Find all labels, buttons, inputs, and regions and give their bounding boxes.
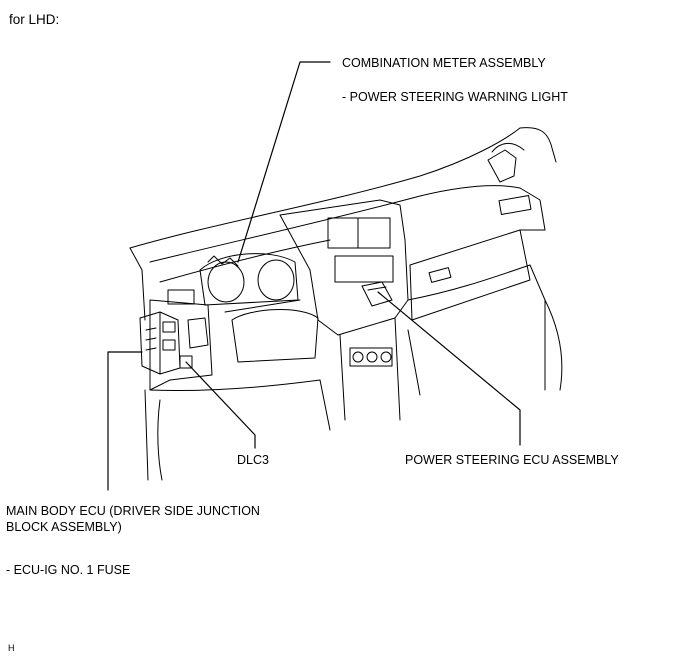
windshield-pillar-right — [519, 127, 557, 163]
steering-column-opening — [231, 309, 319, 363]
figure-code: H — [8, 643, 15, 653]
meter-left-dial — [207, 261, 245, 303]
left-a-pillar — [129, 247, 146, 321]
center-display — [327, 217, 391, 249]
windshield-vent-right — [487, 149, 517, 183]
center-switches — [349, 347, 393, 367]
center-stack-outline — [279, 199, 409, 336]
glove-box — [409, 229, 531, 321]
leader-main-body-ecu — [107, 351, 143, 491]
dash-upper-surface — [149, 185, 521, 263]
lower-panel — [149, 299, 213, 391]
leader-combination-meter — [237, 61, 331, 263]
meter-right-dial — [257, 259, 295, 301]
dlc3-connector — [179, 355, 193, 369]
leader-ps-ecu — [377, 291, 521, 446]
combination-meter-hood — [199, 253, 299, 306]
dlc3-label: DLC3 — [237, 453, 269, 467]
combination-meter-label: COMBINATION METER ASSEMBLY — [342, 56, 546, 70]
combination-meter-sub-label: - POWER STEERING WARNING LIGHT — [342, 90, 568, 104]
dash-right-lower — [407, 264, 546, 391]
main-body-ecu-label-line1: MAIN BODY ECU (DRIVER SIDE JUNCTION — [6, 504, 260, 518]
main-body-ecu-sub-label: - ECU-IG NO. 1 FUSE — [6, 563, 131, 577]
main-body-ecu-label-line2: BLOCK ASSEMBLY) — [6, 520, 122, 534]
right-vent — [498, 195, 532, 215]
power-steering-ecu-label: POWER STEERING ECU ASSEMBLY — [405, 453, 619, 467]
left-vent — [167, 289, 195, 305]
dash-top-line — [129, 127, 521, 249]
power-steering-ecu — [361, 281, 393, 307]
leader-dlc3 — [185, 361, 256, 449]
page-title: for LHD: — [9, 12, 60, 27]
